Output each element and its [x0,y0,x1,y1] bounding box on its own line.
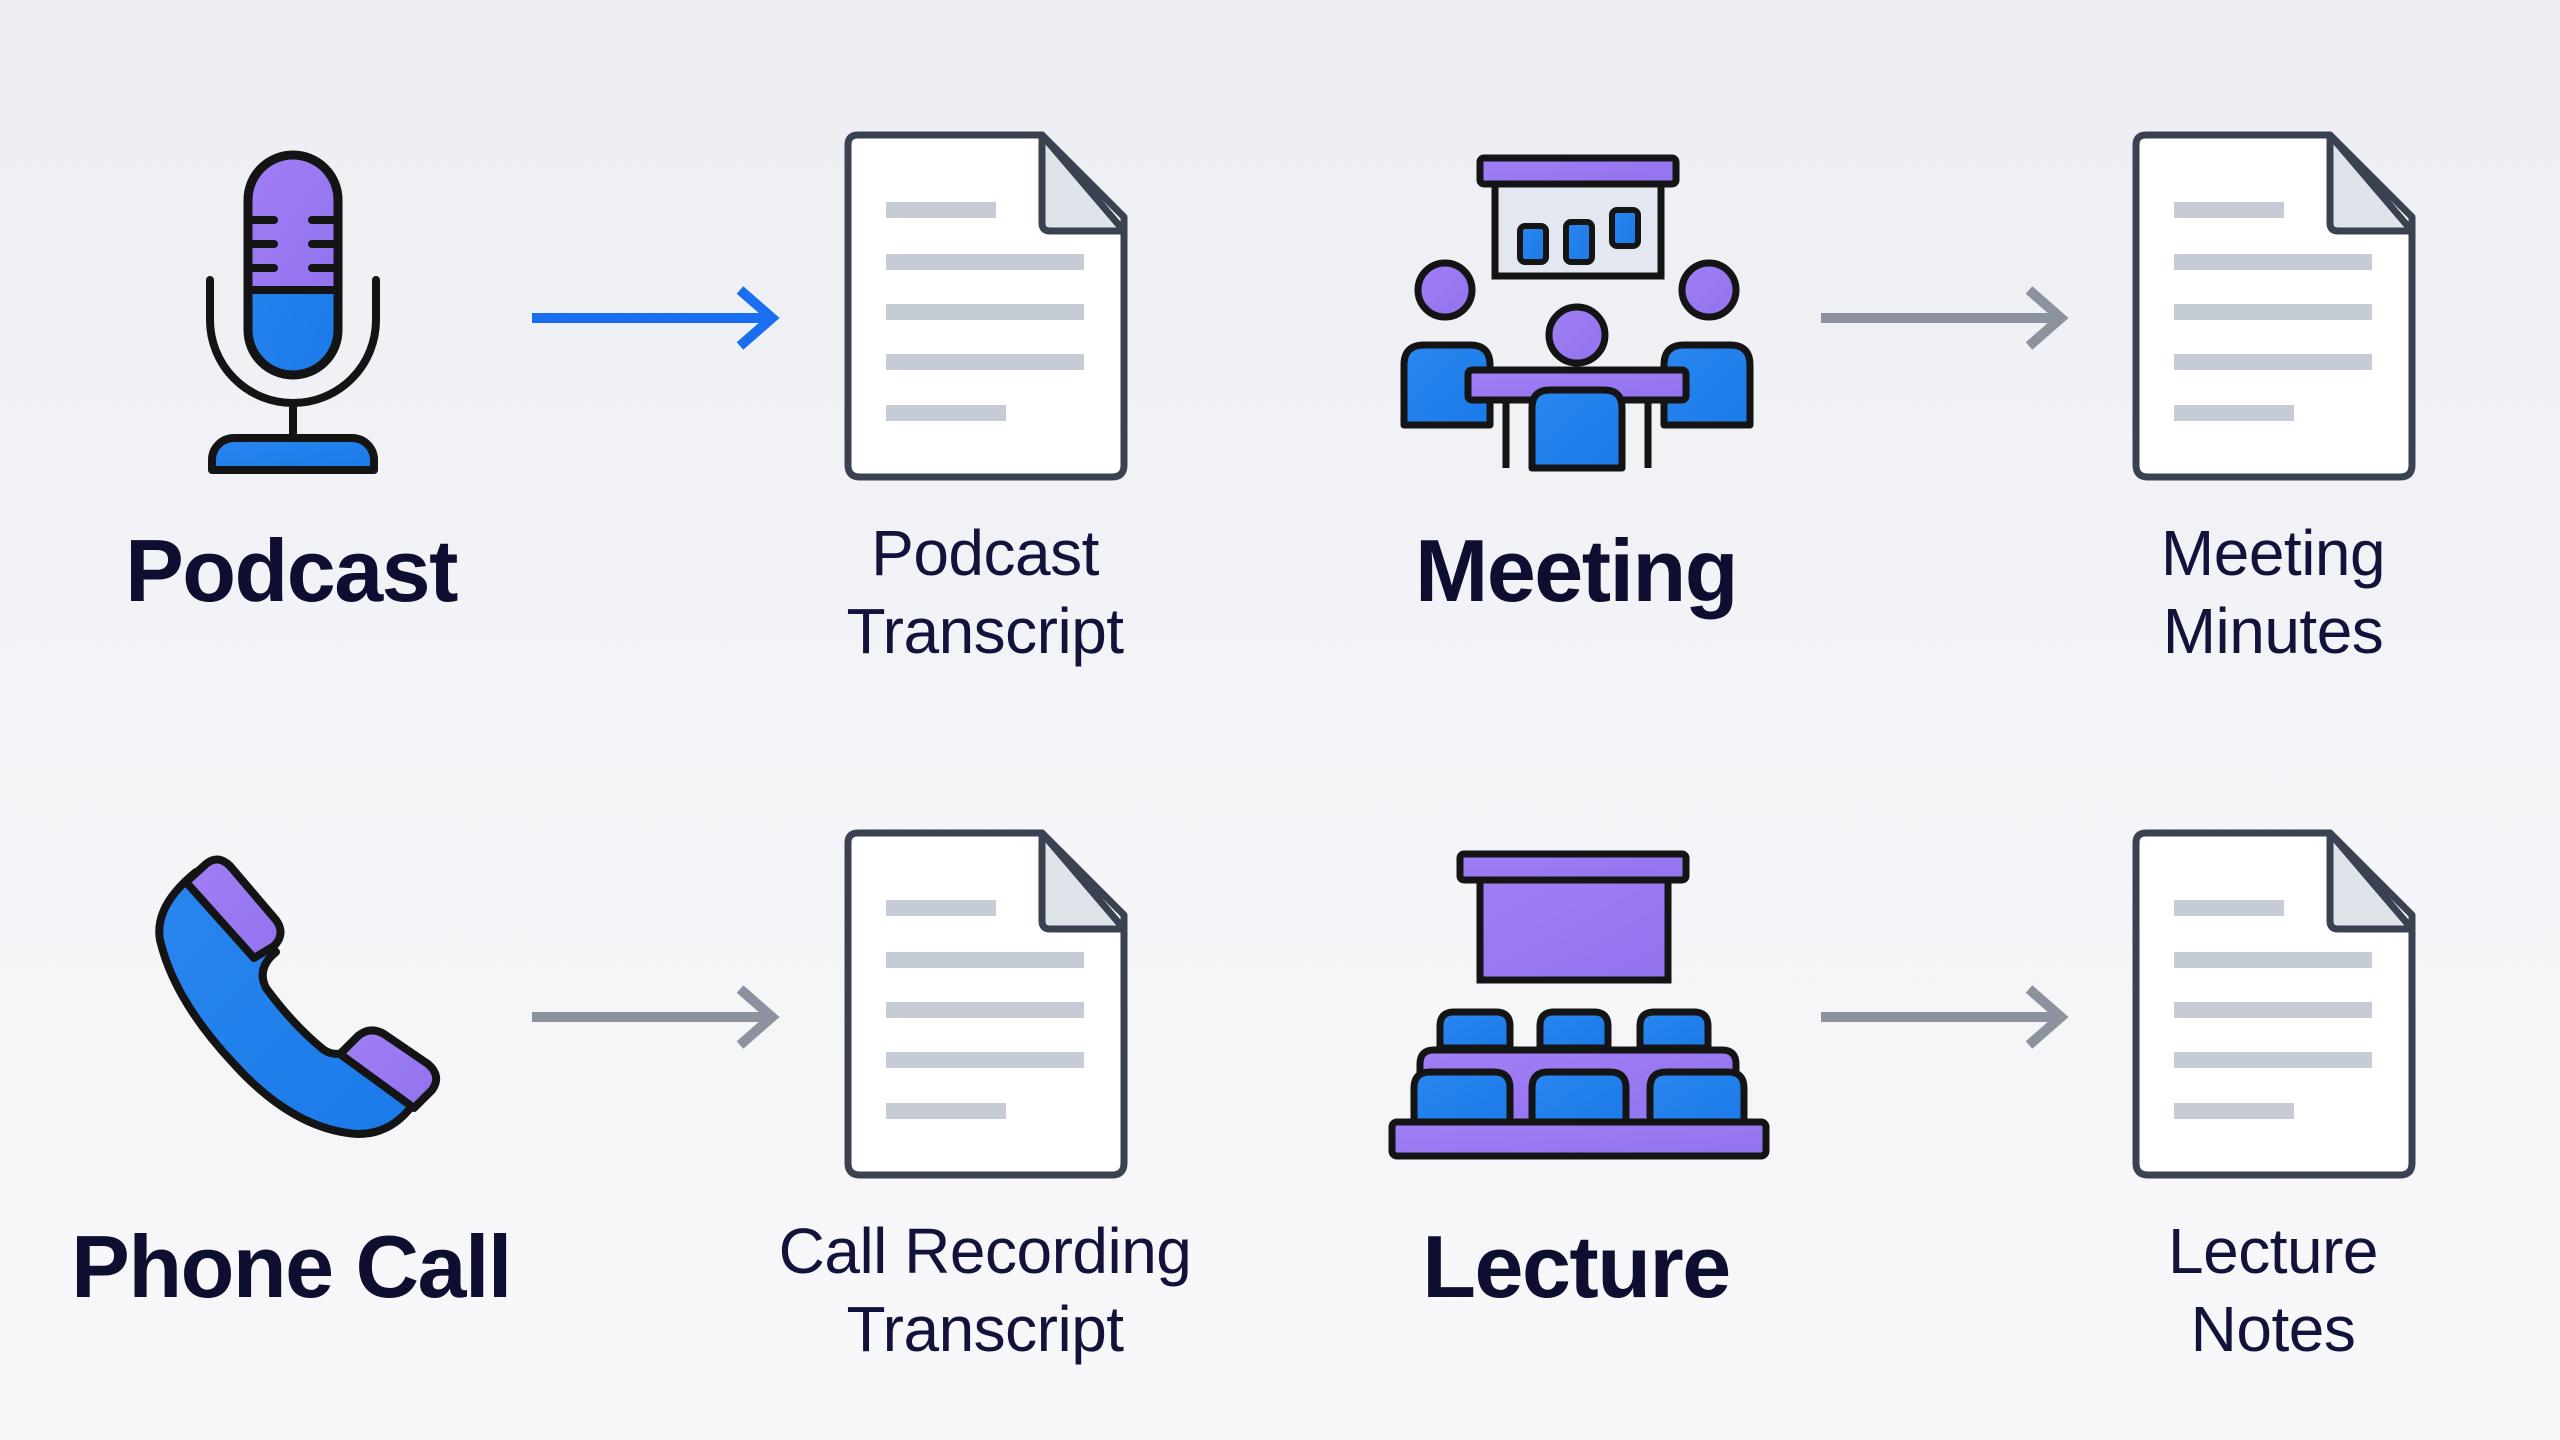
arrow-right-icon [1821,985,2069,1049]
phone-icon [155,855,441,1138]
document-icon [2132,829,2416,1179]
output-label-line1: Podcast [871,517,1099,589]
source-label-lecture: Lecture [1422,1217,1731,1316]
document-icon [844,131,1128,481]
output-label-call-recording-transcript: Call Recording Transcript [685,1212,1285,1368]
output-label-lecture-notes: Lecture Notes [1973,1212,2560,1368]
output-label-line2: Notes [2190,1293,2356,1365]
arrow-right-icon [532,286,780,350]
output-label-line1: Meeting [2160,517,2386,589]
output-label-podcast-transcript: Podcast Transcript [685,514,1285,670]
output-label-line2: Minutes [2162,595,2384,667]
output-label-line2: Transcript [846,595,1124,667]
output-label-meeting-minutes: Meeting Minutes [1973,514,2560,670]
source-label-meeting: Meeting [1415,521,1738,620]
output-label-line1: Call Recording [778,1215,1192,1287]
document-icon [2132,131,2416,481]
microphone-icon [206,150,380,474]
document-icon [844,829,1128,1179]
lecture-hall-icon [1388,850,1770,1160]
arrow-right-icon [1821,286,2069,350]
output-label-line2: Transcript [846,1293,1124,1365]
source-label-podcast: Podcast [125,521,458,620]
output-label-line1: Lecture [2168,1215,2378,1287]
meeting-icon [1400,154,1754,472]
arrow-right-icon [532,985,780,1049]
source-label-phone-call: Phone Call [71,1217,512,1316]
